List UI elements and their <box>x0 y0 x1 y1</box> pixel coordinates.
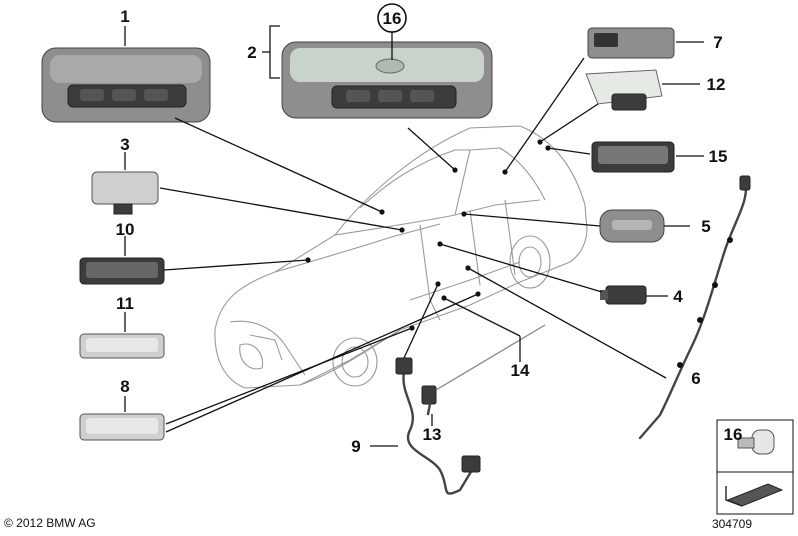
leader-dots <box>305 139 551 331</box>
part-9-cable <box>395 357 481 495</box>
document-number: 304709 <box>711 517 752 531</box>
callout-2: 2 <box>247 43 256 62</box>
callout-1: 1 <box>120 7 129 26</box>
part-8-light-unit <box>79 413 165 441</box>
callout-6: 6 <box>691 369 700 388</box>
part-2-roof-console-assembly <box>281 41 493 119</box>
callout-5: 5 <box>701 217 710 236</box>
part-1-front-roof-console <box>41 47 211 123</box>
callout-7: 7 <box>713 33 722 52</box>
callout-16-circle <box>377 3 407 33</box>
part-10-light-unit <box>79 257 165 285</box>
part-13-connector <box>421 385 437 416</box>
callout-16-inset: 16 <box>724 425 743 444</box>
arrow-icon <box>725 483 784 507</box>
part-14-wire <box>435 324 546 391</box>
callout-10: 10 <box>116 220 135 239</box>
part-4-module <box>600 285 647 305</box>
callout-labels: 1 2 16 3 10 11 8 7 12 15 5 4 6 14 13 9 1… <box>116 3 743 456</box>
part-7-light-unit <box>587 27 675 59</box>
part-11-light-unit <box>79 333 165 359</box>
callout-14: 14 <box>511 361 530 380</box>
callout-8: 8 <box>120 377 129 396</box>
part-15-light-unit <box>591 141 675 173</box>
part-3-light-unit <box>91 171 159 215</box>
callout-13: 13 <box>423 425 442 444</box>
part-5-light-unit <box>599 209 665 243</box>
vehicle-outline <box>214 125 588 389</box>
bulb-icon <box>737 429 775 455</box>
callout-12: 12 <box>707 75 726 94</box>
callout-9: 9 <box>351 437 360 456</box>
callout-4: 4 <box>673 287 683 306</box>
callout-3: 3 <box>120 135 129 154</box>
callout-11: 11 <box>116 294 134 313</box>
callout-16: 16 <box>383 9 402 28</box>
copyright-notice: © 2012 BMW AG <box>4 516 96 530</box>
inset-panel <box>716 419 794 515</box>
part-6-cable-harness <box>638 175 751 440</box>
callout-15: 15 <box>709 147 728 166</box>
leader-lines <box>124 25 704 447</box>
part-12-light-unit <box>585 69 663 111</box>
